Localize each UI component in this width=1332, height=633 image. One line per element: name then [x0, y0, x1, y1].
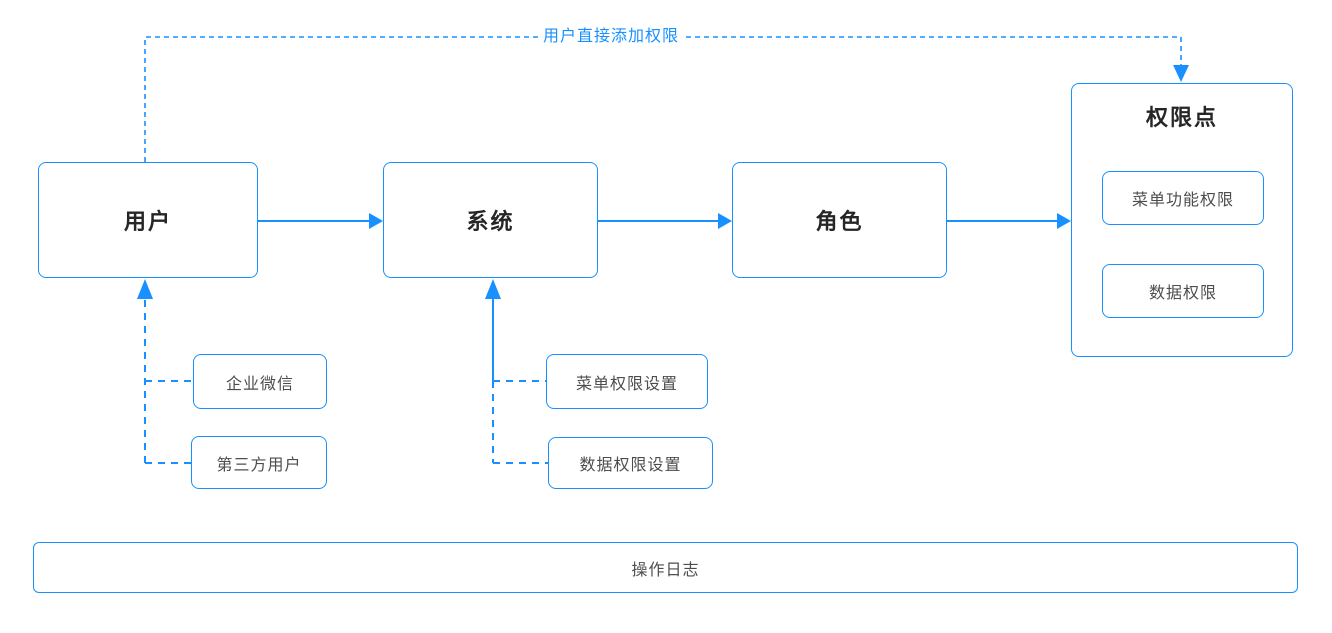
node-permission-point: 权限点 菜单功能权限 数据权限: [1071, 83, 1293, 357]
node-role-label: 角色: [815, 209, 864, 234]
node-menu-function-permission-label: 菜单功能权限: [1131, 192, 1234, 209]
node-data-setting: 数据权限设置: [548, 437, 713, 489]
node-data-setting-label: 数据权限设置: [579, 457, 682, 474]
arrowhead-down-permission: [1173, 65, 1189, 82]
node-permission-point-title: 权限点: [1145, 105, 1218, 130]
node-user-label: 用户: [123, 209, 172, 234]
direct-permission-flow-label: 用户直接添加权限: [538, 27, 685, 47]
node-data-permission: 数据权限: [1102, 264, 1264, 318]
node-data-permission-label: 数据权限: [1148, 285, 1217, 302]
node-menu-setting: 菜单权限设置: [546, 354, 708, 409]
edge-user-to-permission-dotted: [144, 36, 1182, 162]
arrowhead-right-permission: [1057, 213, 1071, 229]
node-operation-log-label: 操作日志: [631, 561, 700, 579]
node-wechat-label: 企业微信: [225, 375, 294, 393]
node-role: 角色: [732, 162, 947, 278]
arrowhead-up-system: [485, 279, 501, 299]
arrowhead-up-user: [137, 279, 153, 299]
node-system-label: 系统: [466, 209, 515, 234]
arrowhead-right-role: [718, 213, 732, 229]
node-menu-function-permission: 菜单功能权限: [1102, 171, 1264, 225]
node-third-party-label: 第三方用户: [216, 456, 302, 474]
node-wechat: 企业微信: [193, 354, 327, 409]
arrowhead-right-system: [369, 213, 383, 229]
node-system: 系统: [383, 162, 598, 278]
node-menu-setting-label: 菜单权限设置: [575, 375, 678, 393]
node-operation-log: 操作日志: [33, 542, 1298, 593]
node-user: 用户: [38, 162, 258, 278]
node-third-party: 第三方用户: [191, 436, 327, 489]
